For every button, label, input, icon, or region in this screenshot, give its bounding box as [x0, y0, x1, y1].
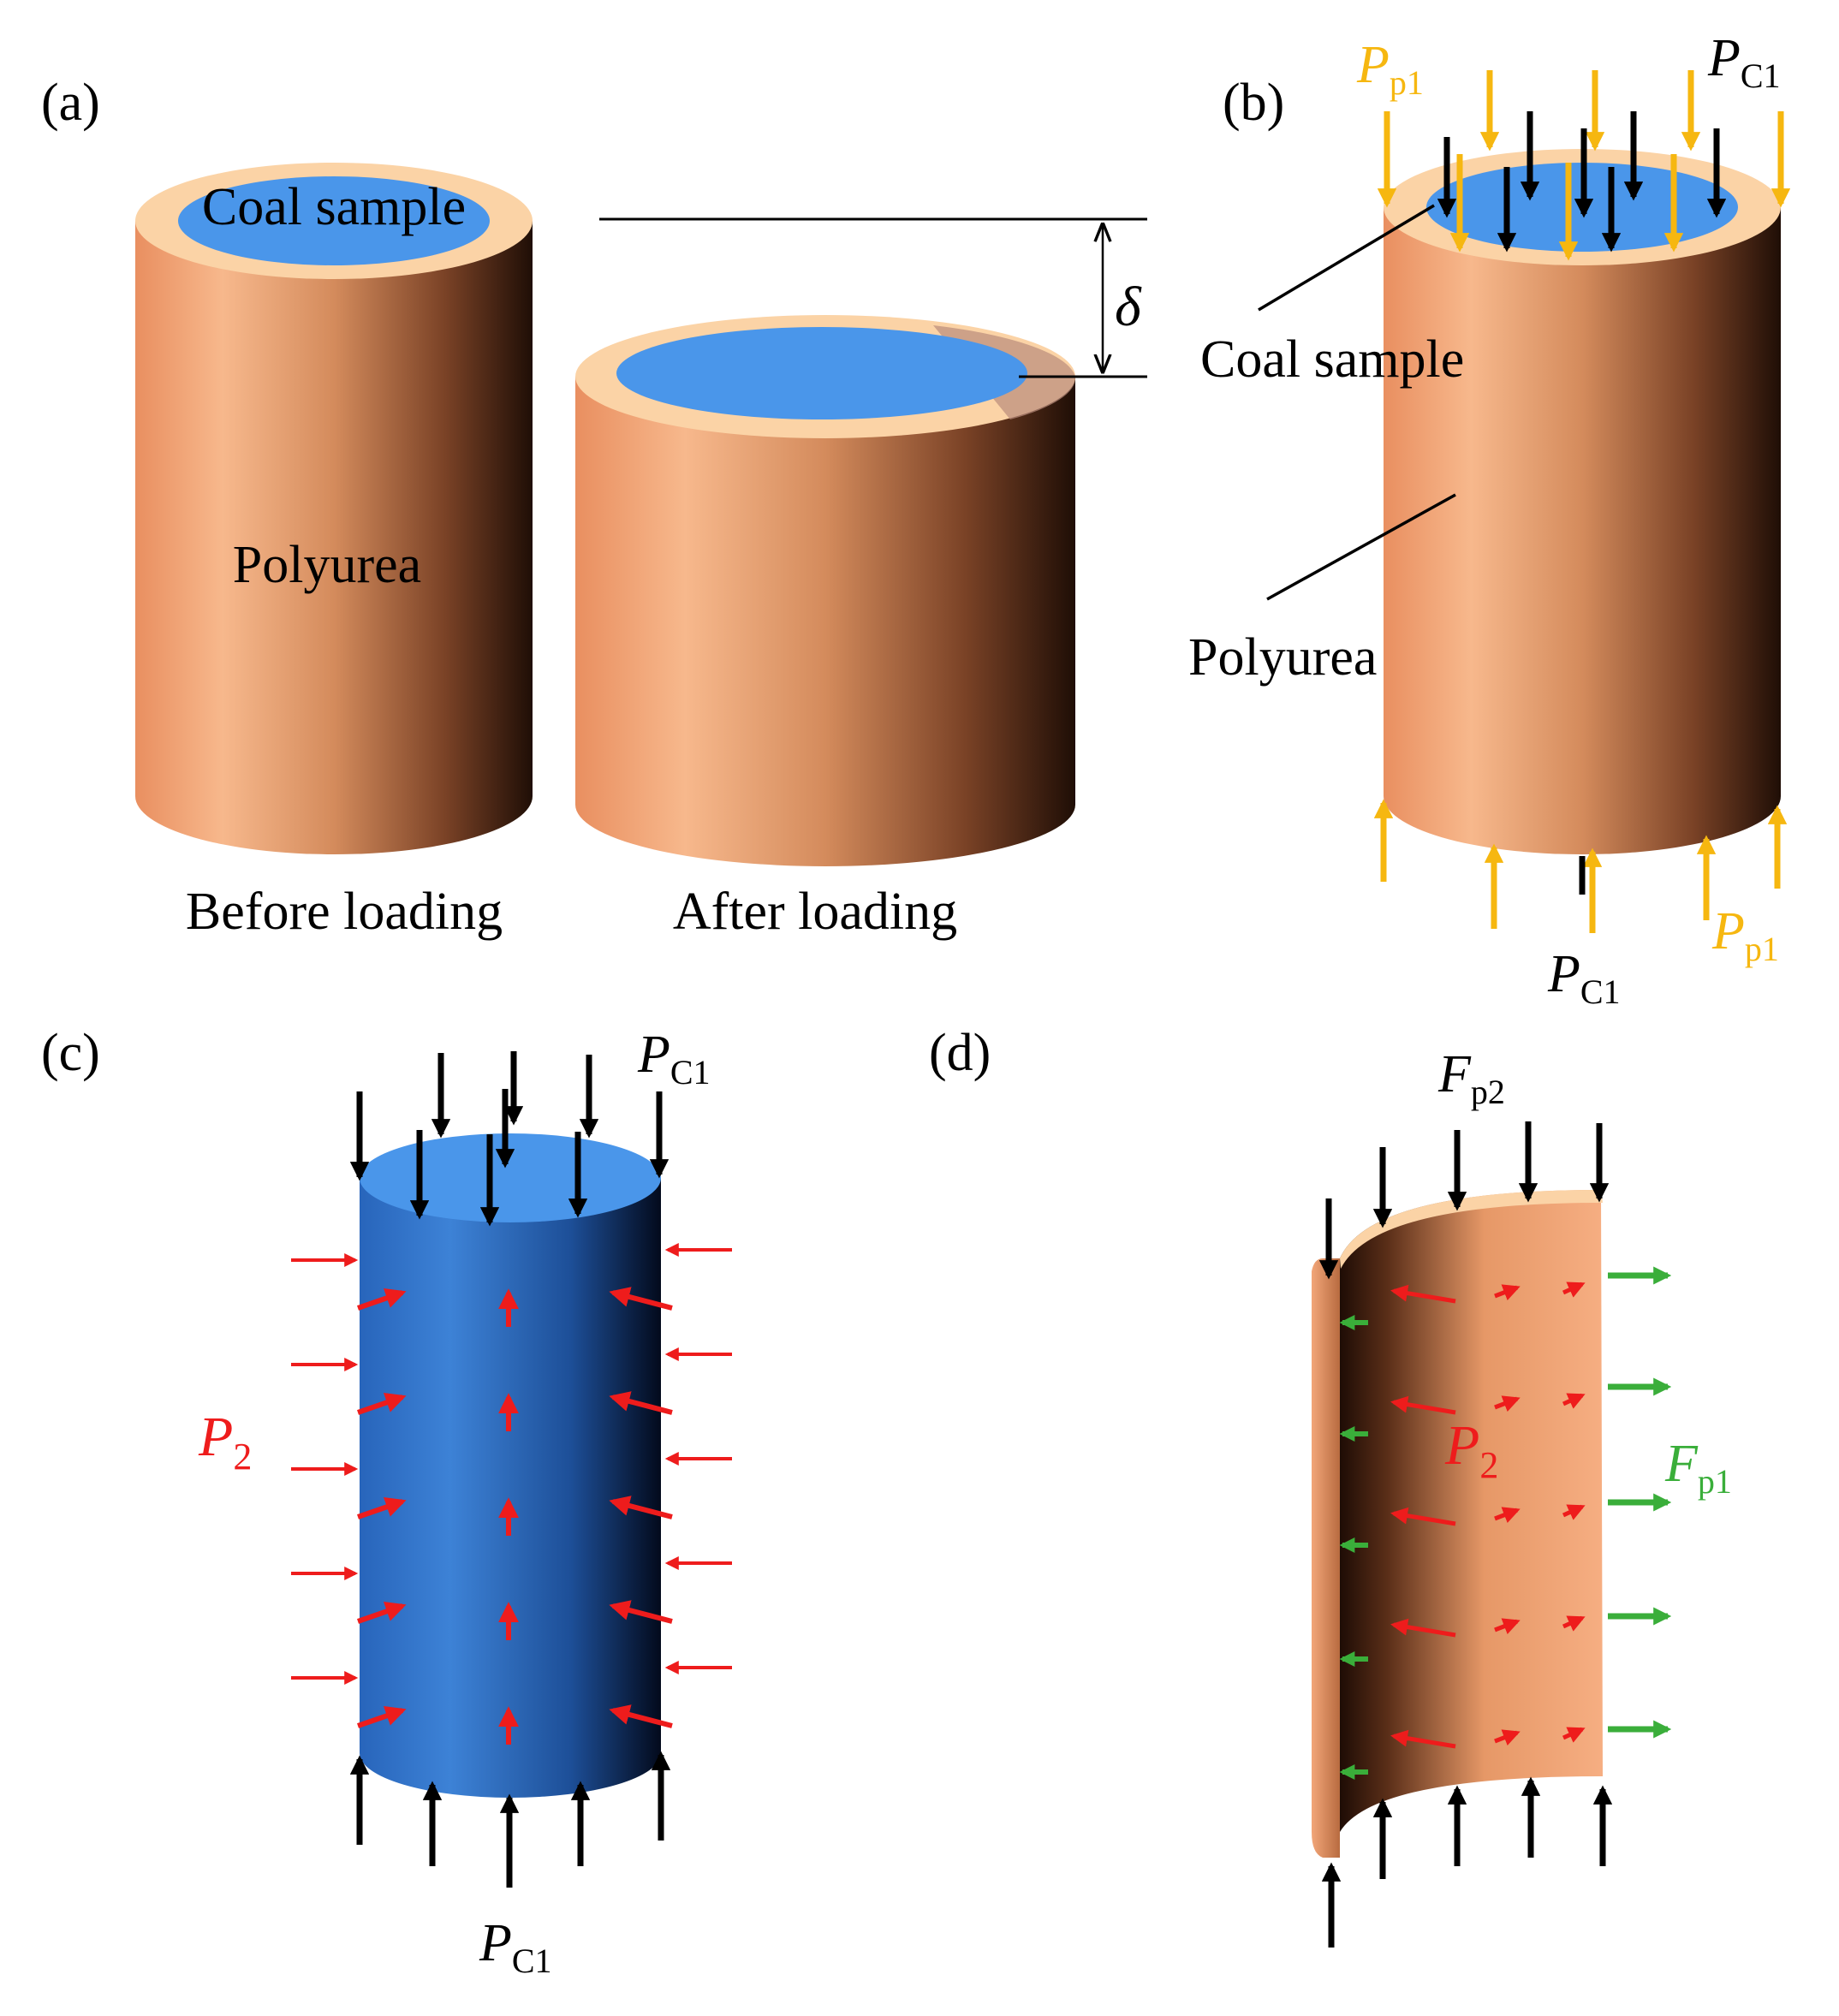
polyurea-label-a: Polyurea	[233, 536, 421, 594]
pp1-bottom-label: Pp1	[1711, 902, 1779, 968]
fp1-label: Fp1	[1664, 1435, 1732, 1501]
delta-symbol: δ	[1115, 276, 1142, 338]
coal-cylinder-c	[360, 1133, 661, 1798]
fp1-arrows-right	[1608, 1266, 1672, 1739]
p2-arrows-surface	[357, 1287, 673, 1745]
fp1-arrows-left	[1339, 1315, 1368, 1780]
panel-d: (d)	[929, 1024, 1732, 1948]
p2-arrows-left	[291, 1253, 359, 1685]
pc1-top-arrows-b	[1437, 111, 1727, 253]
panel-a-tag: (a)	[41, 74, 100, 132]
panel-d-tag: (d)	[929, 1024, 991, 1082]
polyurea-leader-b	[1266, 493, 1456, 601]
pc1-bottom-label-c: PC1	[479, 1914, 552, 1980]
before-loading-caption: Before loading	[186, 883, 503, 941]
polyurea-label-b: Polyurea	[1188, 628, 1377, 687]
coal-top-after	[616, 327, 1027, 419]
panel-c: (c)	[41, 1024, 732, 1980]
pp1-bottom-arrows	[1373, 799, 1788, 933]
panel-c-tag: (c)	[41, 1024, 100, 1082]
coal-top-before	[178, 176, 490, 265]
delta-dimension	[599, 217, 1147, 378]
p2-arrows-right	[664, 1243, 732, 1674]
fp2-label: Fp2	[1437, 1045, 1505, 1111]
coal-sample-label-a: Coal sample	[202, 178, 466, 236]
pc1-top-label-b: PC1	[1707, 29, 1781, 95]
pc1-top-label-c: PC1	[637, 1026, 711, 1091]
coal-sample-label-b: Coal sample	[1200, 330, 1464, 389]
fp2-bottom-arrows	[1321, 1776, 1613, 1948]
pc1-top-arrows-c	[349, 1051, 670, 1227]
pp1-top-arrows	[1377, 70, 1791, 261]
p2-label-d: P2	[1444, 1414, 1498, 1486]
panel-a: (a) Coal sample Polyurea Before loading …	[41, 74, 1147, 941]
panel-b-tag: (b)	[1223, 74, 1284, 132]
polyurea-shell-d	[1312, 1190, 1603, 1858]
pp1-top-label: Pp1	[1356, 36, 1424, 102]
cylinder-after-loading	[575, 315, 1076, 866]
p2-label-c: P2	[198, 1406, 252, 1478]
coal-leader-b	[1258, 204, 1435, 312]
p2-arrows-d	[1390, 1282, 1586, 1749]
pc1-bottom-label-b: PC1	[1547, 945, 1621, 1011]
panel-b: (b)	[1188, 29, 1791, 1011]
after-loading-caption: After loading	[673, 883, 957, 941]
pc1-bottom-arrows-c	[349, 1751, 671, 1888]
fp2-top-arrows	[1318, 1121, 1610, 1280]
cylinder-before-loading	[135, 163, 533, 854]
